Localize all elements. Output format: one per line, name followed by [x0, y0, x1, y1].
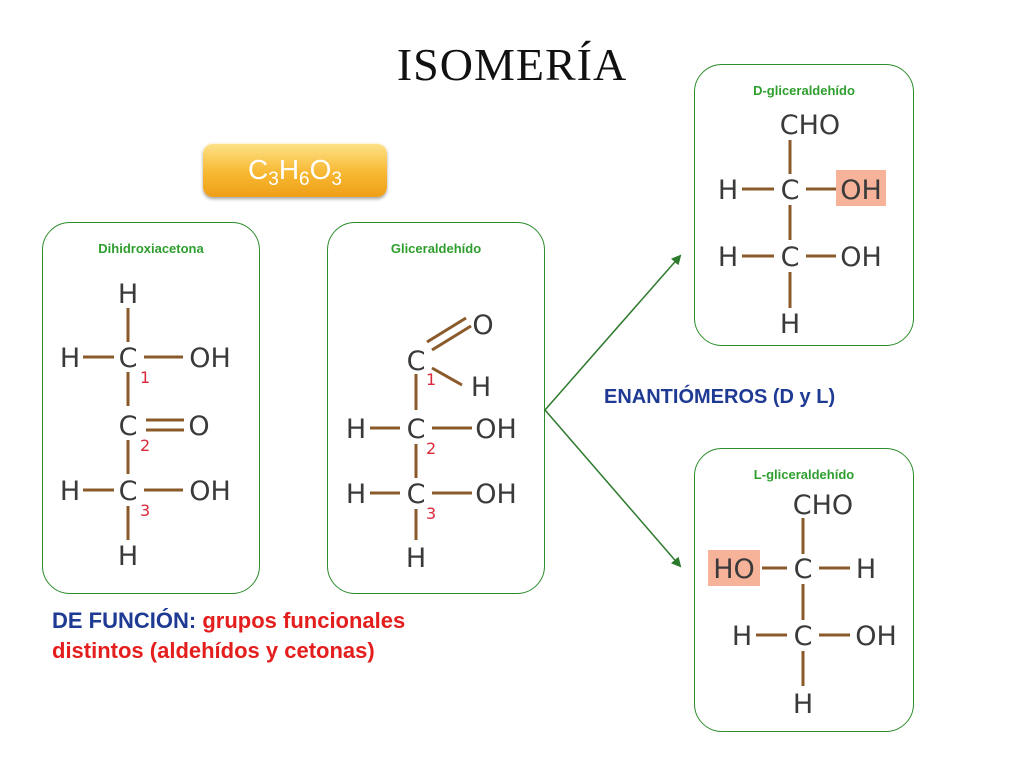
atom-h-left-2: H: [718, 242, 738, 273]
atom-h-aldehyde: H: [471, 372, 491, 403]
carbon-number-2: 2: [140, 436, 150, 455]
atom-oh-2: OH: [840, 242, 882, 273]
gliceraldehido-title: Gliceraldehído: [390, 241, 482, 256]
page-title: ISOMERÍA: [396, 39, 628, 90]
de-funcion-text-line2: distintos (aldehídos y cetonas): [52, 638, 375, 663]
carbon-number-1: 1: [426, 370, 436, 389]
atom-h-bottom: H: [406, 543, 426, 574]
formula-o: O: [309, 154, 332, 185]
atom-h-top: H: [118, 279, 138, 310]
atom-h-bottom: H: [780, 309, 800, 340]
arrow-to-l-isomer: [544, 409, 682, 568]
de-funcion-text-line1: grupos funcionales: [202, 608, 406, 633]
de-funcion-colon: :: [188, 608, 203, 633]
atom-h-left-2: H: [732, 621, 752, 652]
atom-oh-2: OH: [475, 414, 517, 445]
carbon-number-3: 3: [140, 501, 150, 520]
carbon-number-1: 1: [140, 368, 150, 387]
atom-h-bottom: H: [793, 689, 813, 720]
atom-o-aldehyde: O: [472, 310, 493, 341]
atom-c-1: C: [781, 175, 800, 206]
atom-c3: C: [407, 479, 426, 510]
atom-h-left-1: H: [60, 343, 80, 374]
l-gliceraldehido-structure: CHO HO C H H C OH H: [708, 490, 897, 720]
enantiomeros-label: ENANTIÓMEROS (D y L): [604, 386, 836, 408]
atom-c1: C: [119, 343, 138, 374]
oh-highlight: [836, 170, 886, 206]
carbon-number-2: 2: [426, 439, 436, 458]
atom-h-left-3: H: [60, 476, 80, 507]
formula-c-count: 3: [268, 169, 279, 190]
formula-h-count: 6: [299, 169, 310, 190]
atom-h-left-1: H: [718, 175, 738, 206]
d-gliceraldehido-title: D-gliceraldehído: [753, 83, 855, 98]
dihidroxiacetona-title: Dihidroxiacetona: [98, 241, 204, 256]
atom-c-2: C: [794, 621, 813, 652]
gliceraldehido-box: Gliceraldehído: [327, 222, 545, 594]
atom-oh-1: OH: [189, 343, 231, 374]
atom-oh-2: OH: [855, 621, 897, 652]
atom-cho: CHO: [793, 490, 853, 521]
atom-ho-1: HO: [713, 554, 755, 585]
dihidroxiacetona-structure: H H C 1 OH C 2 O H C 3 OH H: [60, 279, 231, 572]
atom-c-1: C: [794, 554, 813, 585]
atom-cho: CHO: [780, 110, 840, 141]
l-gliceraldehido-title: L-gliceraldehído: [753, 467, 855, 482]
atom-oh-1: OH: [840, 175, 882, 206]
de-funcion-label: DE FUNCIÓN: [52, 608, 189, 633]
formula-c: C: [248, 154, 269, 185]
d-gliceraldehido-structure: CHO H C OH H C OH H: [718, 110, 886, 340]
formula-o-count: 3: [331, 169, 342, 190]
atom-oh-3: OH: [189, 476, 231, 507]
atom-h-left-3: H: [346, 479, 366, 510]
atom-h-left-2: H: [346, 414, 366, 445]
formula-h: H: [278, 154, 300, 185]
carbon-number-3: 3: [426, 504, 436, 523]
atom-c-2: C: [781, 242, 800, 273]
atom-o-ketone: O: [188, 411, 209, 442]
atom-c1: C: [407, 346, 426, 377]
atom-oh-3: OH: [475, 479, 517, 510]
atom-c2: C: [407, 414, 426, 445]
molecular-formula-badge: C3H6O3: [203, 143, 387, 197]
arrow-to-d-isomer: [544, 254, 682, 411]
gliceraldehido-structure: O C 1 H H C 2 OH H C 3 OH H: [346, 310, 517, 574]
atom-c3: C: [119, 476, 138, 507]
dihidroxiacetona-box: Dihidroxiacetona: [42, 222, 260, 594]
atom-h-bottom: H: [118, 541, 138, 572]
ho-highlight: [708, 550, 760, 586]
atom-h-right-1: H: [856, 554, 876, 585]
atom-c2: C: [119, 411, 138, 442]
de-funcion-caption: DE FUNCIÓN: grupos funcionales distintos…: [52, 606, 405, 666]
